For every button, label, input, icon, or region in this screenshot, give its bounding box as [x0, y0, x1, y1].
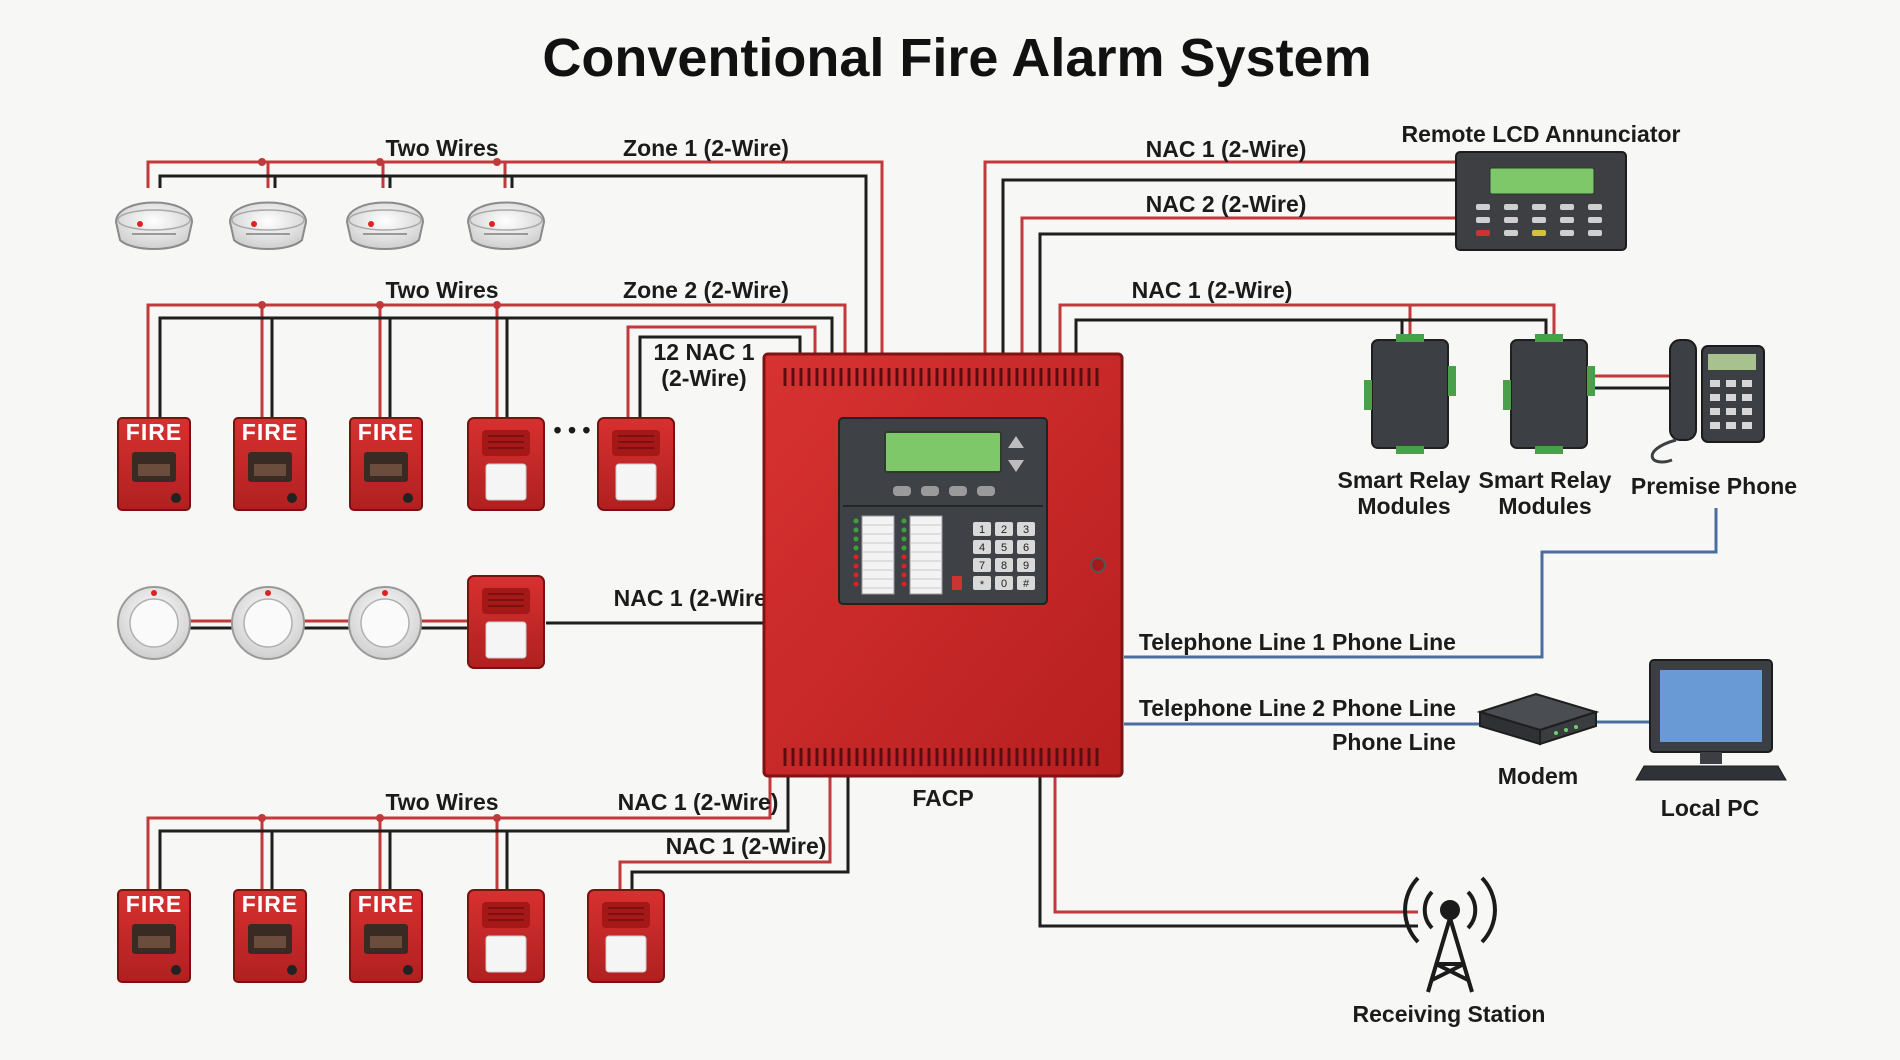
horn-strobe — [467, 417, 545, 511]
label-two-wires-1: Two Wires — [385, 135, 498, 161]
key-4: 4 — [979, 542, 985, 554]
facp-keypad: 1 2 3 4 5 6 7 8 9 * 0 # — [973, 522, 1035, 591]
phone-lines — [1124, 508, 1718, 726]
key-1: 1 — [979, 524, 985, 536]
relay-module-label-1a: Smart Relay — [1338, 467, 1471, 493]
manual-pull-station: FIRE — [117, 417, 191, 511]
pull-station-label: FIRE — [126, 419, 182, 445]
computer-icon — [1635, 659, 1787, 781]
zone-led-panel — [853, 515, 943, 595]
smart-relay-module — [1503, 334, 1595, 454]
smart-relay-module — [1364, 334, 1456, 454]
wiring — [146, 160, 1672, 928]
relay-module-label-1b: Modules — [1357, 493, 1450, 519]
diagram-title: Conventional Fire Alarm System — [542, 28, 1371, 88]
label-two-wires-2: Two Wires — [385, 277, 498, 303]
label-12-nac-1-wire: (2-Wire) — [661, 365, 746, 391]
label-nac-row4b: NAC 1 (2-Wire) — [666, 833, 827, 859]
pull-station-label: FIRE — [242, 891, 298, 917]
pull-station-label: FIRE — [126, 891, 182, 917]
pull-station-label: FIRE — [242, 419, 298, 445]
facp-panel: 1 2 3 4 5 6 7 8 9 * 0 # — [762, 352, 1124, 778]
manual-pull-station: FIRE — [117, 889, 191, 983]
label-telephone-line-2: Telephone Line 2 — [1139, 695, 1325, 721]
manual-pull-station: FIRE — [233, 417, 307, 511]
label-two-wires-3: Two Wires — [385, 789, 498, 815]
ellipsis-text: • • • — [554, 417, 591, 443]
manual-pull-station: FIRE — [349, 417, 423, 511]
receiving-station-label: Receiving Station — [1353, 1001, 1546, 1027]
horn-strobe — [587, 889, 665, 983]
label-phone-line-3: Phone Line — [1332, 729, 1456, 755]
radio-tower-icon — [1403, 876, 1497, 993]
facp-lcd-display — [884, 431, 1002, 473]
key-hash: # — [1023, 578, 1030, 590]
facp-label: FACP — [912, 785, 973, 811]
key-8: 8 — [1001, 560, 1007, 572]
label-zone-1: Zone 1 (2-Wire) — [623, 135, 789, 161]
smoke-detector — [228, 201, 308, 250]
horn-strobe — [467, 889, 545, 983]
modem-label: Modem — [1498, 763, 1579, 789]
label-nac-relays: NAC 1 (2-Wire) — [1132, 277, 1293, 303]
local-pc-label: Local PC — [1661, 795, 1759, 821]
key-9: 9 — [1023, 560, 1029, 572]
premise-phone-label: Premise Phone — [1631, 473, 1797, 499]
remote-annunciator-label: Remote LCD Annunciator — [1402, 121, 1681, 147]
label-zone-2: Zone 2 (2-Wire) — [623, 277, 789, 303]
horn-strobe — [597, 417, 675, 511]
smoke-detector — [466, 201, 546, 250]
key-5: 5 — [1001, 542, 1007, 554]
key-star: * — [980, 579, 985, 591]
pull-station-label: FIRE — [358, 891, 414, 917]
relay-module-label-2b: Modules — [1498, 493, 1591, 519]
panel-lock-icon — [1090, 557, 1106, 573]
smoke-detector — [114, 201, 194, 250]
remote-lcd-annunciator — [1455, 151, 1627, 251]
manual-pull-station: FIRE — [349, 889, 423, 983]
key-6: 6 — [1023, 542, 1029, 554]
key-3: 3 — [1023, 524, 1029, 536]
label-telephone-line-1: Telephone Line 1 — [1139, 629, 1325, 655]
manual-pull-station: FIRE — [233, 889, 307, 983]
key-0: 0 — [1001, 578, 1007, 590]
heat-detector — [348, 586, 422, 660]
label-nac-row4a: NAC 1 (2-Wire) — [618, 789, 779, 815]
key-7: 7 — [979, 560, 985, 572]
smoke-detector — [345, 201, 425, 250]
junction-dots — [258, 158, 501, 822]
label-nac-top2: NAC 2 (2-Wire) — [1146, 191, 1307, 217]
pull-station-label: FIRE — [358, 419, 414, 445]
wire-labels: Two Wires Zone 1 (2-Wire) Two Wires Zone… — [385, 135, 1456, 859]
modem-icon — [1476, 692, 1600, 746]
label-phone-line-1: Phone Line — [1332, 629, 1456, 655]
premise-phone-icon — [1650, 339, 1765, 464]
heat-detector — [231, 586, 305, 660]
relay-module-label-2a: Smart Relay — [1479, 467, 1612, 493]
key-2: 2 — [1001, 524, 1007, 536]
label-12-nac-1: 12 NAC 1 — [654, 339, 755, 365]
heat-detector — [117, 586, 191, 660]
horn-strobe — [467, 575, 545, 669]
label-nac-top1: NAC 1 (2-Wire) — [1146, 136, 1307, 162]
label-nac-row3: NAC 1 (2-Wire) — [614, 585, 775, 611]
label-phone-line-2: Phone Line — [1332, 695, 1456, 721]
